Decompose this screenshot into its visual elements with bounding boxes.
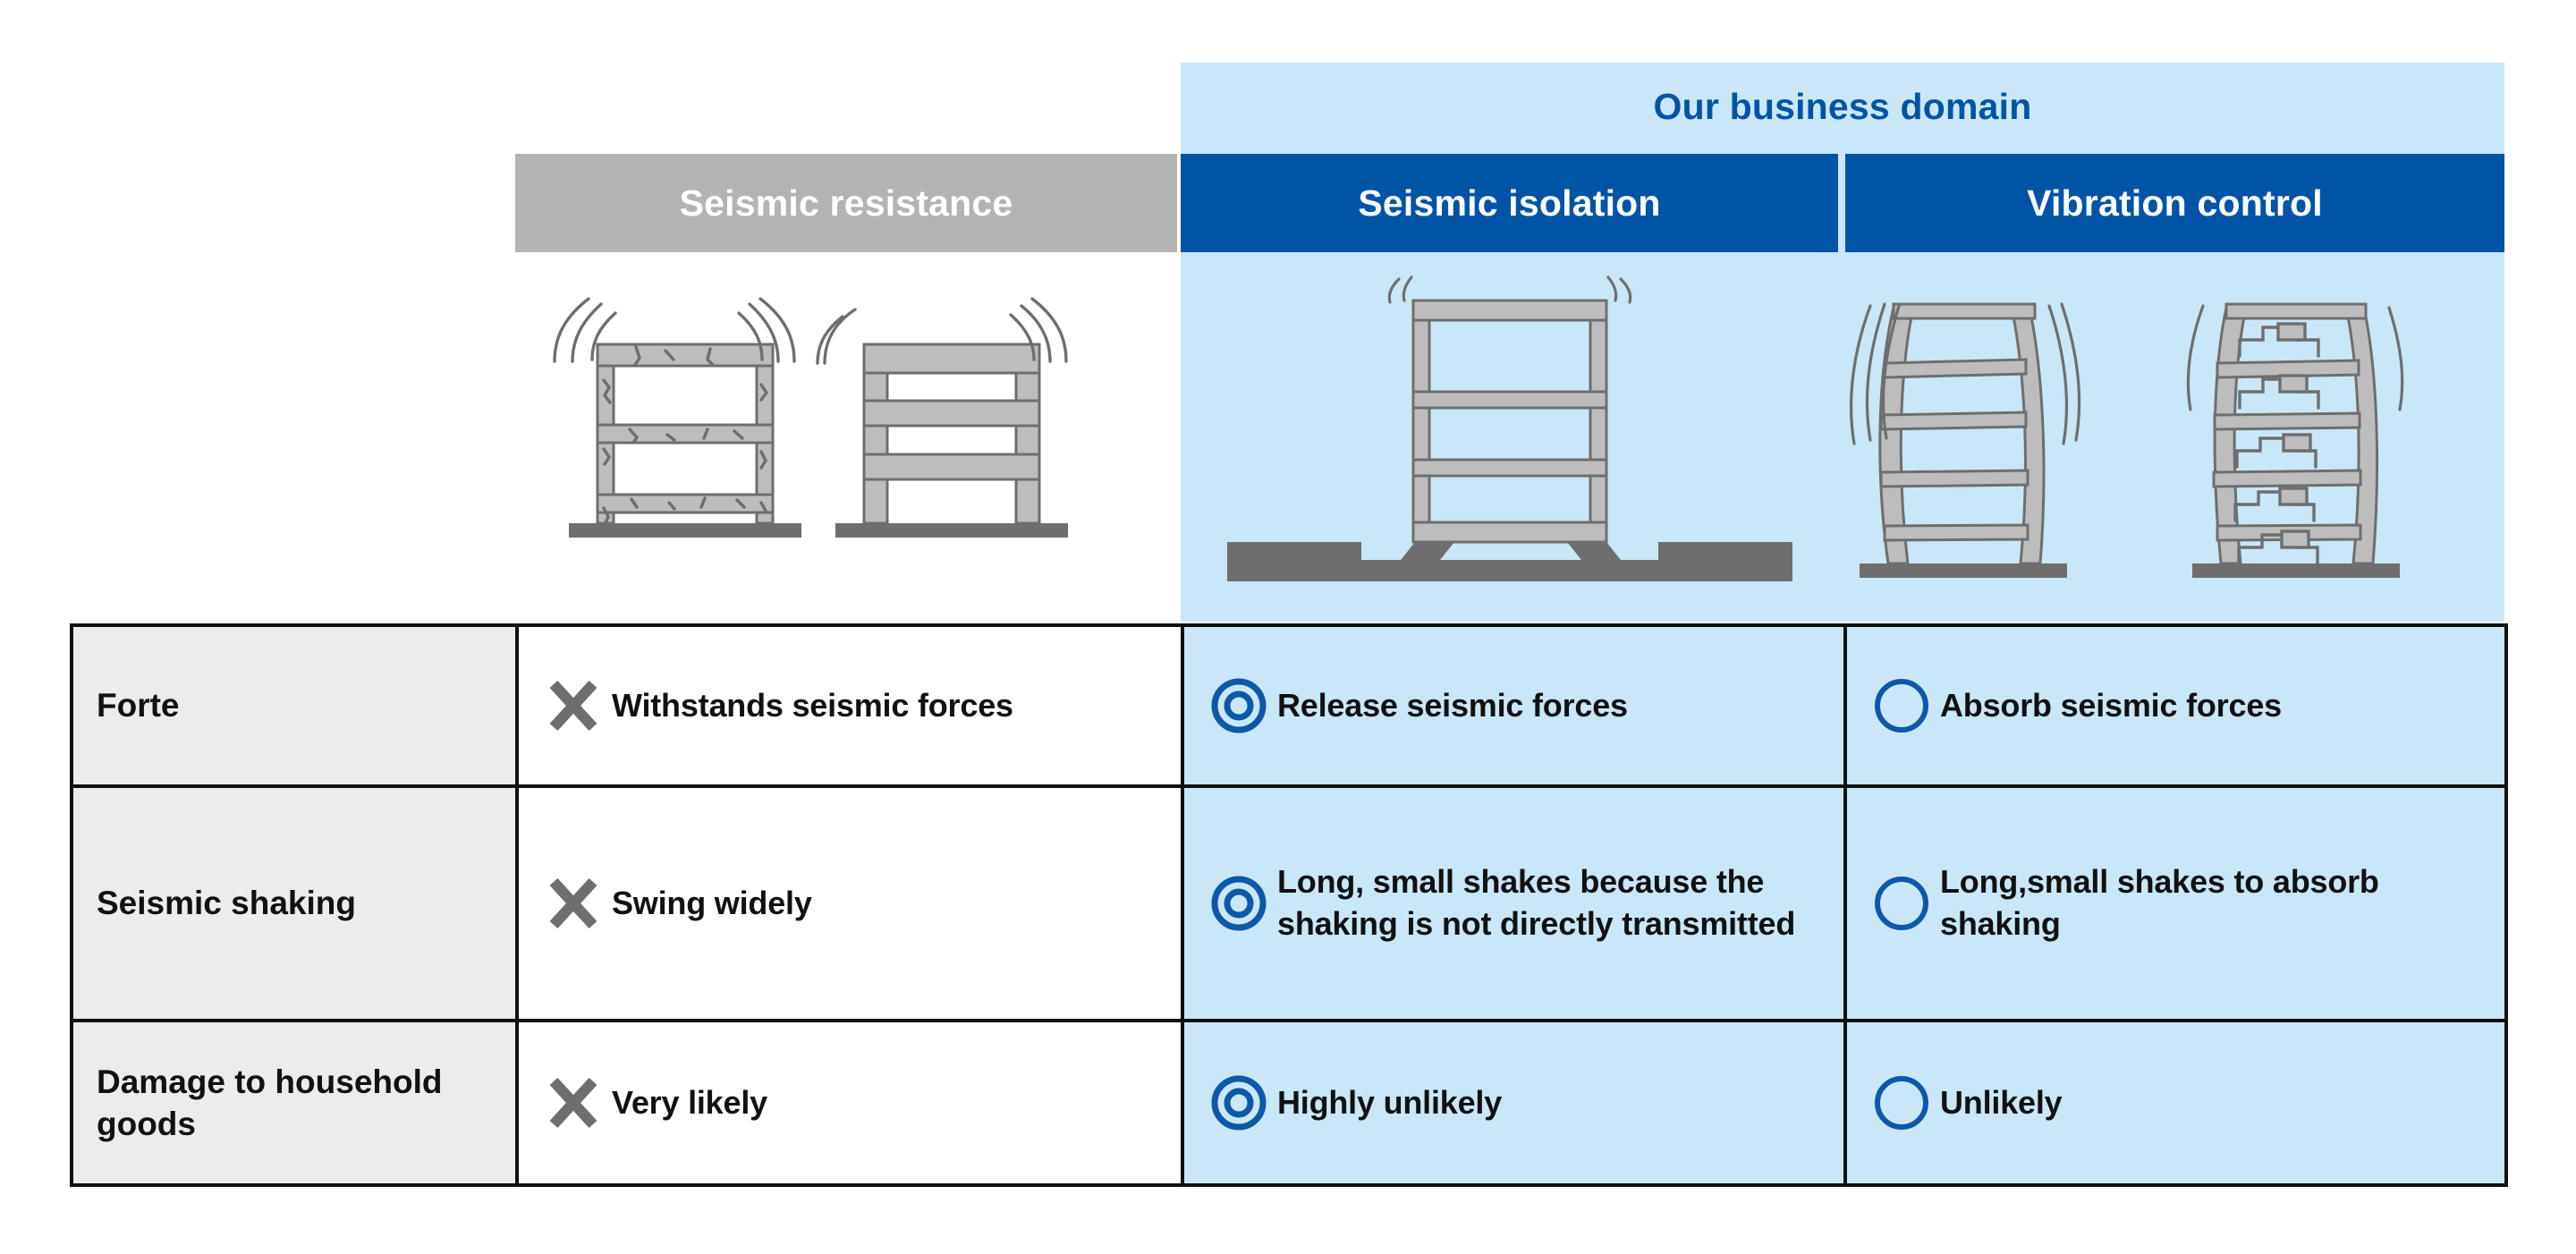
cell-vibration-control: Absorb seismic forces <box>1843 623 2508 788</box>
cell-seismic-resistance: Swing widely <box>515 784 1184 1022</box>
column-header-seismic-isolation: Seismic isolation <box>1181 154 1838 252</box>
comparison-table: Forte Withstands seismic forces <box>70 623 2508 1187</box>
base-isolators <box>1401 542 1621 560</box>
table-row: Damage to household goods Very likely <box>70 1019 2508 1187</box>
table-row: Forte Withstands seismic forces <box>70 623 2508 788</box>
cell-vibration-control: Long,small shakes to absorb shaking <box>1843 784 2508 1022</box>
cell-seismic-resistance: Withstands seismic forces <box>515 623 1184 788</box>
cell-text: Unlikely <box>1940 1083 2063 1121</box>
crack-lines <box>602 345 769 526</box>
cross-mark-icon <box>535 1074 612 1131</box>
row-label: Forte <box>97 687 180 724</box>
cell-vibration-control: Unlikely <box>1843 1019 2508 1187</box>
illustration-vibration-control <box>1845 268 2504 622</box>
illustration-seismic-resistance <box>515 268 1177 622</box>
swaying-tower-plain <box>1860 302 2067 578</box>
illustration-seismic-isolation <box>1181 268 1838 622</box>
double-circle-mark-icon <box>1200 874 1277 933</box>
circle-mark-icon <box>1863 1073 1940 1132</box>
isolated-building <box>1411 299 1608 544</box>
cell-text: Absorb seismic forces <box>1940 686 2282 724</box>
damper-braces <box>2233 322 2320 565</box>
shake-arcs-left <box>553 297 796 363</box>
cell-text: Release seismic forces <box>1277 686 1628 724</box>
sway-arcs-left <box>1849 302 2081 445</box>
row-label-cell: Seismic shaking <box>70 784 519 1022</box>
cell-text: Long,small shakes to absorb shaking <box>1940 863 2379 942</box>
cell-text: Swing widely <box>612 884 812 921</box>
cross-mark-icon <box>535 677 612 734</box>
cell-text: Very likely <box>612 1083 767 1121</box>
row-label-cell: Forte <box>70 623 519 788</box>
sway-arcs-right <box>2186 304 2404 411</box>
business-domain-banner: Our business domain <box>1653 85 2032 127</box>
row-label-cell: Damage to household goods <box>70 1019 519 1187</box>
cell-seismic-isolation: Long, small shakes because the shaking i… <box>1181 784 1847 1022</box>
small-shake-marks <box>1387 275 1632 304</box>
cell-text: Highly unlikely <box>1277 1083 1503 1121</box>
swaying-tower-with-dampers <box>2192 302 2400 578</box>
row-label: Seismic shaking <box>97 885 356 922</box>
cell-seismic-isolation: Highly unlikely <box>1181 1019 1847 1187</box>
cross-mark-icon <box>535 875 612 932</box>
cell-text: Withstands seismic forces <box>612 686 1013 724</box>
cracked-building <box>569 343 801 538</box>
row-label: Damage to household goods <box>97 1063 443 1142</box>
shake-arcs-right <box>816 297 1068 365</box>
double-circle-mark-icon <box>1200 676 1277 735</box>
cell-text: Long, small shakes because the shaking i… <box>1277 863 1796 942</box>
cell-seismic-isolation: Release seismic forces <box>1181 623 1847 788</box>
circle-mark-icon <box>1863 874 1940 933</box>
column-header-vibration-control: Vibration control <box>1845 154 2504 252</box>
double-circle-mark-icon <box>1200 1073 1277 1132</box>
intact-building <box>835 343 1068 538</box>
column-header-seismic-resistance: Seismic resistance <box>515 154 1177 252</box>
circle-mark-icon <box>1863 676 1940 735</box>
ground-with-pit <box>1227 542 1792 581</box>
table-row: Seismic shaking Swing widely <box>70 784 2508 1022</box>
cell-seismic-resistance: Very likely <box>515 1019 1184 1187</box>
